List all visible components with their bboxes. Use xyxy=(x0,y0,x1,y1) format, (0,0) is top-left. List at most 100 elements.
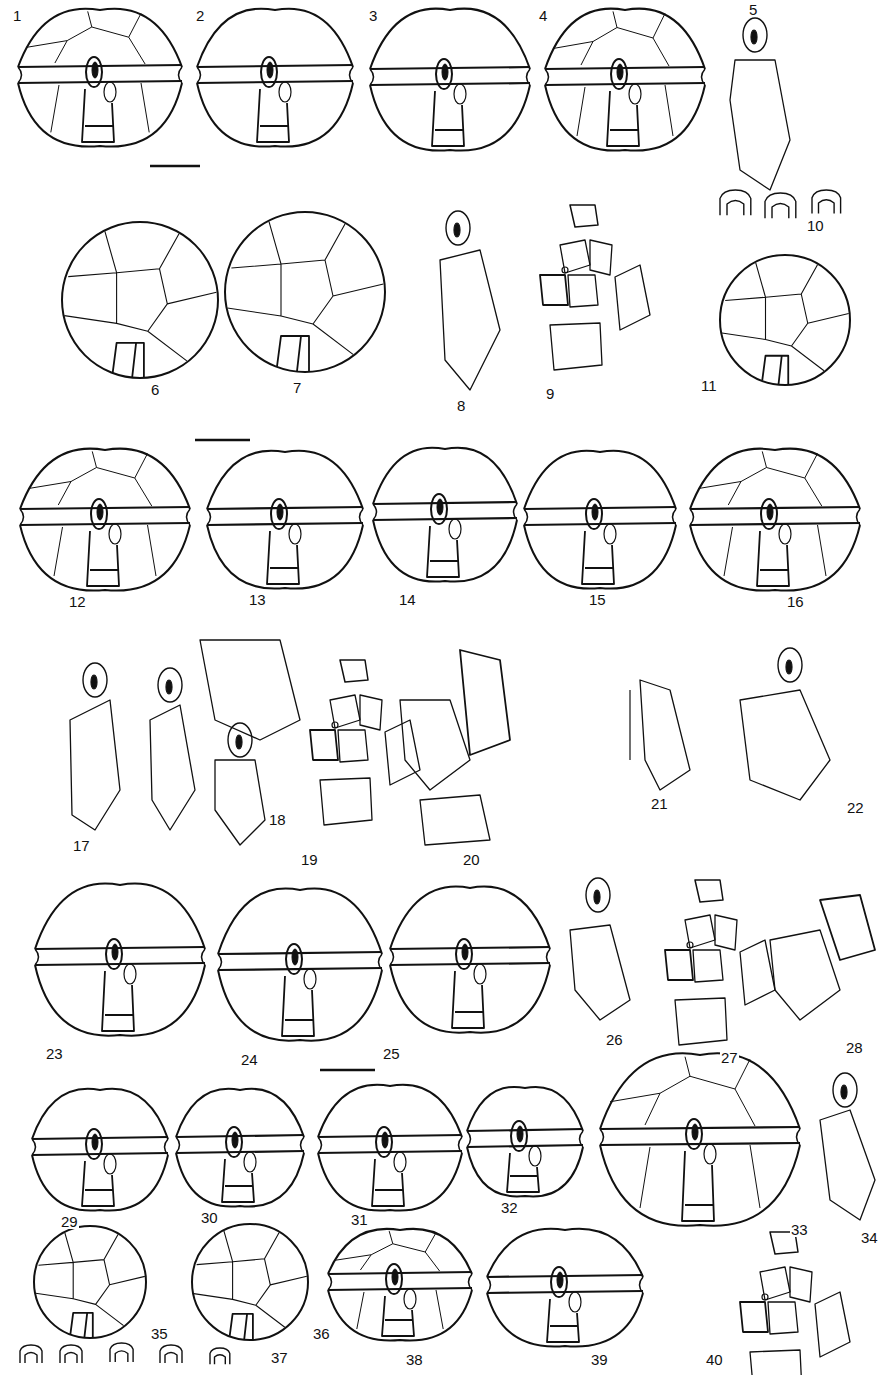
flagellar-pore xyxy=(594,890,600,904)
pore-dot xyxy=(762,1294,768,1300)
sulcus xyxy=(427,526,459,577)
plate-fragment xyxy=(460,650,510,755)
plate-fragment xyxy=(200,640,300,740)
sulcal-plate xyxy=(454,84,466,104)
cyst-outline xyxy=(524,451,676,589)
plate-fragment xyxy=(695,880,723,902)
sulcus xyxy=(757,531,789,586)
flagellar-pore xyxy=(236,735,242,749)
archeopyle-loop xyxy=(158,668,182,702)
scale-bar xyxy=(150,165,200,168)
sulcus xyxy=(222,1159,254,1202)
cyst-outline xyxy=(545,9,705,151)
sulcus xyxy=(432,91,464,146)
figure-number: 3 xyxy=(368,8,378,23)
archeopyle-loop xyxy=(761,499,777,529)
cingulum-notch xyxy=(600,1129,604,1145)
flagellar-pore xyxy=(92,62,98,78)
figure-number: 32 xyxy=(500,1200,519,1215)
apical-view-outline xyxy=(225,212,385,372)
cyst-outline xyxy=(176,1089,304,1207)
plate-boundary xyxy=(227,222,383,355)
apical-view-outline xyxy=(62,222,218,378)
sulcal-plate xyxy=(474,964,486,984)
plate-fragment xyxy=(693,950,723,982)
cyst-outline xyxy=(32,1089,168,1211)
flagellar-pore xyxy=(91,675,97,689)
flagellar-pore xyxy=(767,504,773,520)
cingulum-notch xyxy=(545,69,549,85)
cingulum-notch xyxy=(467,1131,471,1147)
flagellar-pore xyxy=(454,223,460,237)
figure-number: 26 xyxy=(605,1032,624,1047)
cyst-outline xyxy=(390,887,550,1033)
cingulum-notch xyxy=(207,509,211,525)
pore-dot xyxy=(562,267,568,273)
figure-number: 15 xyxy=(588,592,607,607)
sulcal-plate xyxy=(449,519,461,539)
sulcus xyxy=(382,1296,414,1336)
plate-fragment xyxy=(570,925,630,1020)
archeopyle-loop xyxy=(271,499,287,529)
cingulum-notch xyxy=(197,67,201,83)
flagellar-pore xyxy=(92,1134,98,1150)
cyst-outline xyxy=(487,1229,643,1347)
plate-fragment xyxy=(740,1302,768,1332)
archeopyle-loop xyxy=(261,57,277,87)
apical-plate-arch xyxy=(210,1348,230,1364)
apical-plate-arch xyxy=(60,1345,82,1363)
cingulum-notch xyxy=(524,509,528,525)
cyst-outline xyxy=(370,9,530,151)
archeopyle-loop xyxy=(226,1127,242,1157)
plate-fragment xyxy=(590,240,612,275)
plate-fragment xyxy=(338,730,368,762)
figure-number: 19 xyxy=(300,852,319,867)
figure-number: 28 xyxy=(845,1040,864,1055)
archeopyle-loop xyxy=(436,59,452,89)
cyst-outline xyxy=(207,451,363,589)
archeopyle-loop xyxy=(83,663,107,697)
sulcus xyxy=(282,976,314,1036)
flagellar-pore xyxy=(462,944,468,960)
figure-number: 27 xyxy=(720,1050,739,1065)
sulcal-plate xyxy=(124,964,136,984)
pore-dot xyxy=(687,942,693,948)
cyst-outline xyxy=(35,884,205,1036)
plate-fragment xyxy=(340,660,368,682)
cingulum-notch xyxy=(218,954,222,970)
sulcal-plate xyxy=(779,524,791,544)
archeopyle-loop xyxy=(743,18,767,52)
cingulum-notch xyxy=(32,1139,36,1155)
sulcal-notch xyxy=(277,336,309,371)
archeopyle-loop xyxy=(778,648,802,682)
cingulum-notch xyxy=(390,949,394,965)
archeopyle-loop xyxy=(228,723,252,757)
plate-fragment xyxy=(740,690,830,800)
figure-number: 12 xyxy=(68,594,87,609)
sulcus xyxy=(582,531,614,584)
flagellar-pore xyxy=(267,62,273,78)
cyst-outline xyxy=(690,449,860,591)
figure-number: 22 xyxy=(846,800,865,815)
apical-plate-arch xyxy=(812,190,841,213)
figure-number: 2 xyxy=(195,8,205,23)
archeopyle-loop xyxy=(86,1129,102,1159)
plate-fragment xyxy=(760,1267,790,1300)
plate-fragment xyxy=(715,915,737,950)
plate-fragment xyxy=(770,930,840,1020)
figure-number: 33 xyxy=(790,1222,809,1237)
cingulum-notch xyxy=(690,509,694,525)
cingulum-notch xyxy=(20,509,24,525)
plate-fragment xyxy=(730,60,790,190)
flagellar-pore xyxy=(557,1272,563,1288)
cingulum-notch xyxy=(487,1277,491,1293)
sulcal-plate xyxy=(279,82,291,102)
figure-number: 13 xyxy=(248,592,267,607)
plate-fragment xyxy=(665,950,693,980)
flagellar-pore xyxy=(382,1132,388,1148)
plate-fragment xyxy=(640,680,690,790)
archeopyle-loop xyxy=(611,59,627,89)
cingulum-notch xyxy=(328,1274,332,1290)
sulcus xyxy=(507,1153,539,1192)
flagellar-pore xyxy=(517,1126,523,1142)
